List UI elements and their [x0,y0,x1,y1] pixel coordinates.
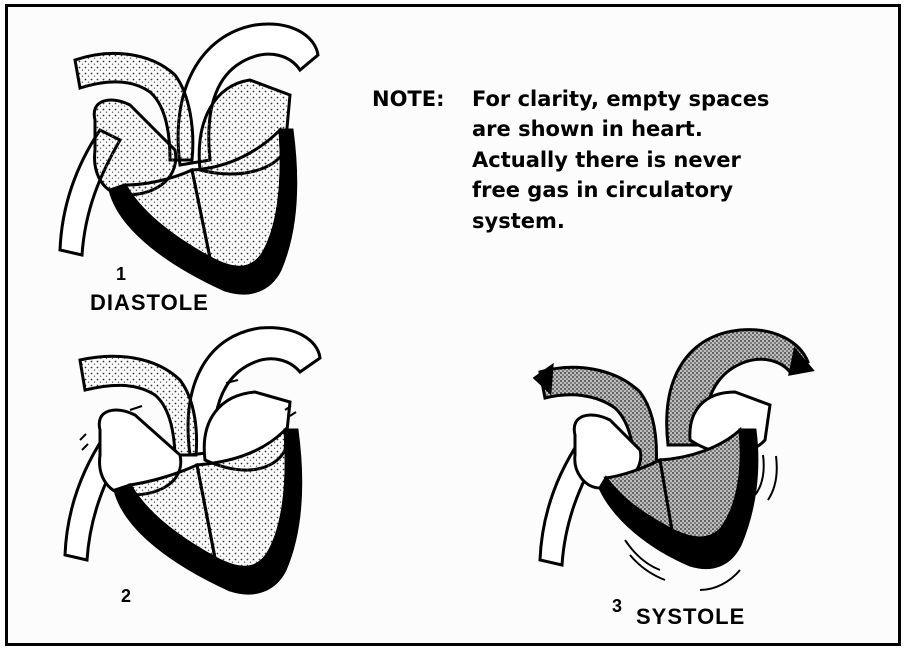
heart-diastole [60,24,318,293]
heart-transition [65,328,320,593]
figure-number: 1 [116,264,126,285]
note-line: are shown in heart. [472,114,703,145]
note-line: system. [472,206,565,237]
note-line: free gas in circulatory [472,175,733,206]
note-label: NOTE: [372,84,445,115]
note-line: For clarity, empty spaces [472,84,769,115]
phase-label-diastole: DIASTOLE [90,290,209,316]
phase-label-systole: SYSTOLE [636,604,745,630]
note-line: Actually there is never [472,145,741,176]
figure-number: 3 [612,596,622,617]
figure-number: 2 [121,586,131,607]
heart-systole [535,330,812,590]
